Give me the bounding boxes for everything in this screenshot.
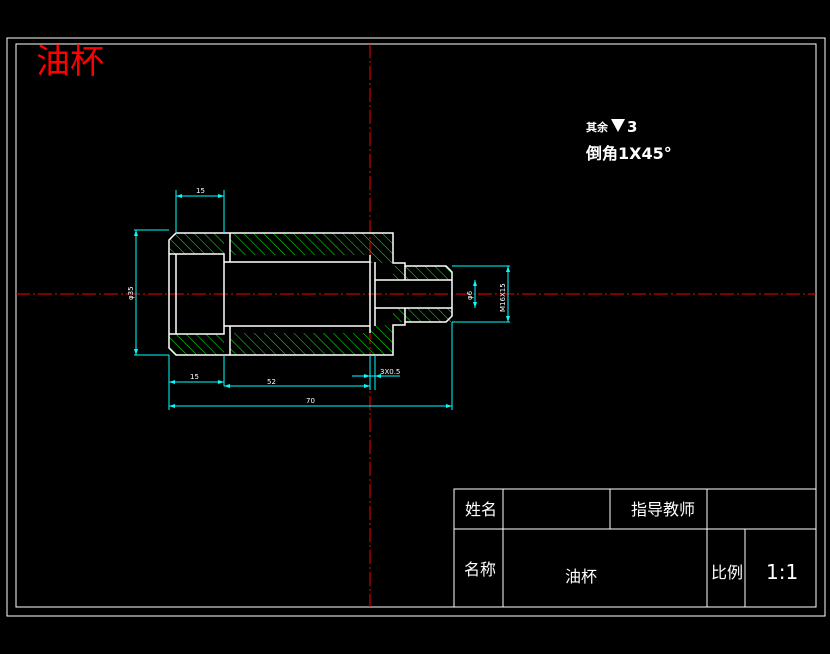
title-block-instructor-label: 指导教师 [631, 500, 695, 519]
part-section [168, 232, 453, 356]
hatch-bottom-end [370, 325, 393, 355]
title-block-part-value: 油杯 [565, 567, 597, 586]
roughness-triangle-icon [611, 119, 625, 132]
inner-border [15, 43, 817, 608]
dimensions [134, 190, 510, 410]
hatch-bottom-neck [393, 308, 452, 322]
title-stamp: 油杯 [36, 42, 104, 82]
title-block-scale-value: 1:1 [766, 560, 798, 584]
hatch-top-end [370, 233, 393, 263]
dim-thread: M16X15 [499, 283, 507, 312]
dim-top-width: 15 [196, 187, 205, 195]
dim-inner-diameter: φ6 [466, 290, 474, 300]
dim-groove: 3X0.5 [380, 368, 400, 376]
roughness-prefix: 其余 [586, 120, 609, 134]
title-block-name-label: 姓名 [465, 500, 497, 519]
title-block-scale-label: 比例 [711, 563, 743, 582]
hatch-top-neck [393, 266, 452, 280]
outline-end-wall [369, 255, 376, 333]
outline-counterbore [169, 253, 225, 335]
dim-left-diameter: φ35 [127, 286, 135, 300]
outline-hole [375, 279, 452, 309]
hatch-top-wall [169, 233, 224, 254]
dimension-arrows [134, 194, 510, 408]
outline-outer [168, 232, 453, 356]
roughness-value: 3 [627, 118, 637, 136]
dim-overall: 70 [306, 397, 315, 405]
outline-bore [224, 233, 370, 355]
title-block-part-label: 名称 [464, 560, 496, 579]
chamfer-note: 倒角1X45° [585, 144, 672, 163]
dim-bottom-mid: 52 [267, 378, 276, 386]
hatch-top-bore [230, 233, 370, 255]
hatch-bottom-bore [230, 333, 370, 355]
title-block [453, 488, 817, 608]
dim-bottom-left: 15 [190, 373, 199, 381]
outer-border [6, 37, 826, 617]
hatch-bottom-wall [169, 334, 224, 355]
